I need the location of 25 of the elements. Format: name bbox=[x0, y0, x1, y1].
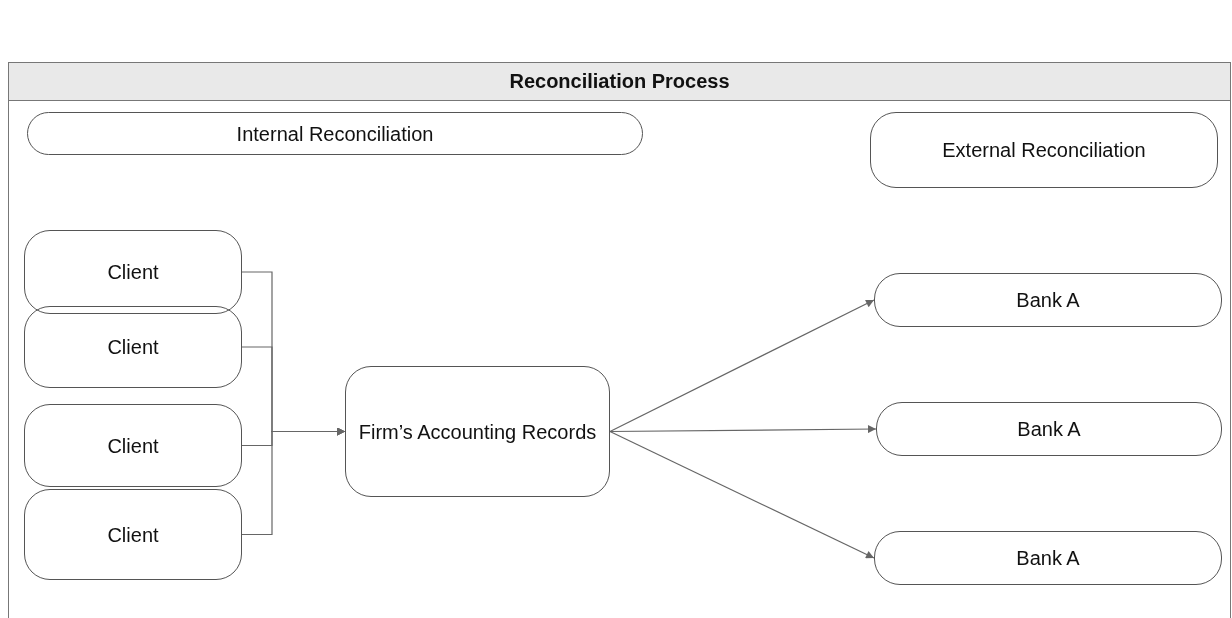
box-label: Bank A bbox=[1015, 546, 1081, 571]
box-label: Client bbox=[106, 260, 160, 285]
box-label: Internal Reconciliation bbox=[235, 121, 435, 147]
box-label: Client bbox=[106, 433, 160, 459]
process-box bbox=[24, 489, 242, 580]
process-box bbox=[345, 366, 610, 497]
process-box bbox=[24, 230, 242, 314]
box-label: Firm’s Accounting Records bbox=[357, 419, 598, 445]
box-label: Bank A bbox=[1015, 288, 1081, 313]
process-box bbox=[870, 112, 1218, 188]
process-box bbox=[24, 404, 242, 487]
box-label: External Reconciliation bbox=[941, 138, 1147, 163]
pool-frame bbox=[8, 62, 1231, 618]
arrow bbox=[609, 425, 877, 434]
process-box bbox=[874, 273, 1222, 327]
arrow bbox=[609, 430, 875, 559]
pool-title: Reconciliation Process bbox=[509, 70, 730, 93]
process-box bbox=[876, 402, 1222, 456]
process-box bbox=[24, 306, 242, 388]
process-box bbox=[874, 531, 1222, 585]
box-label: Client bbox=[106, 335, 160, 360]
box-label: Client bbox=[106, 522, 160, 548]
arrow bbox=[241, 427, 346, 536]
box-label: Bank A bbox=[1016, 417, 1082, 442]
arrow bbox=[609, 299, 875, 433]
